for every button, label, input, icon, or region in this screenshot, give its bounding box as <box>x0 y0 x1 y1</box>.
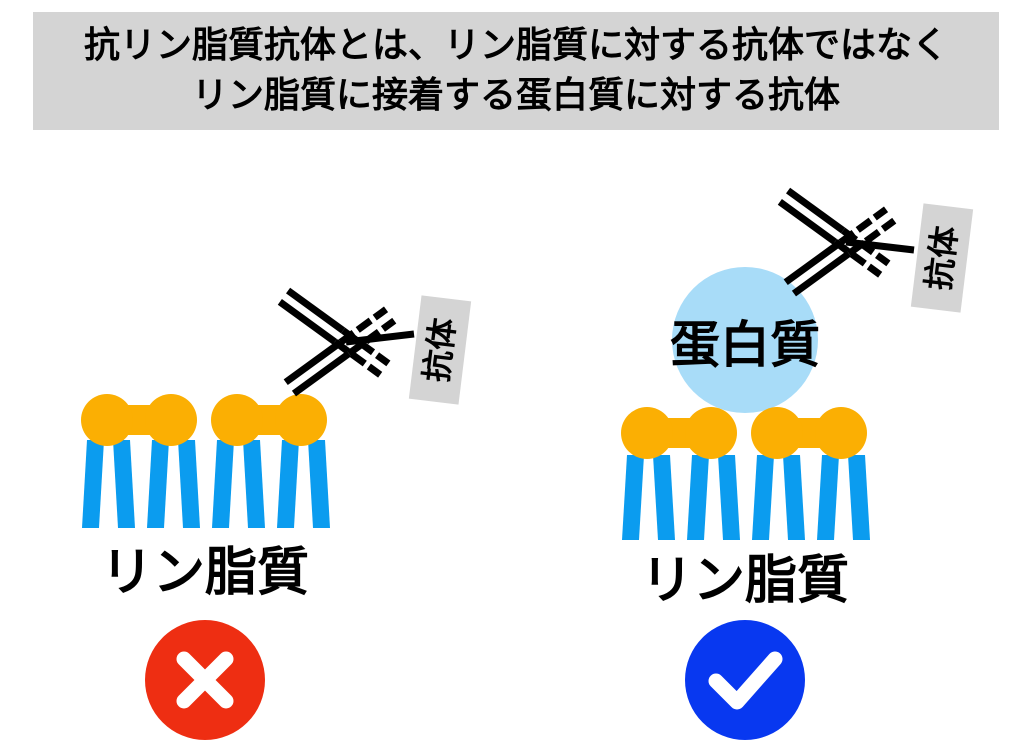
left-phospholipid-bilayer <box>81 394 330 528</box>
header-title-line-2: リン脂質に接着する蛋白質に対する抗体 <box>191 75 840 116</box>
cross-icon <box>176 651 234 709</box>
right-phospholipid-tails <box>622 455 870 540</box>
correct-badge <box>685 620 805 740</box>
left-phospholipid-heads <box>81 394 327 446</box>
left-membrane-label: リン脂質 <box>101 543 309 603</box>
protein-circle <box>672 267 818 413</box>
header-banner: 抗リン脂質抗体とは、リン脂質に対する抗体ではなく リン脂質に接着する蛋白質に対す… <box>33 12 999 130</box>
left-panel: 抗体 リン脂質 <box>81 291 472 740</box>
left-antibody <box>280 291 415 394</box>
right-phospholipid-heads <box>621 407 867 459</box>
left-verdict <box>145 620 265 740</box>
right-membrane-label: リン脂質 <box>641 551 849 611</box>
left-antibody-label-box: 抗体 <box>408 295 472 405</box>
right-antibody-label: 抗体 <box>919 224 965 292</box>
right-antibody-stem <box>845 238 915 254</box>
right-antibody-label-box: 抗体 <box>910 203 974 313</box>
left-antibody-stem <box>345 330 415 346</box>
protein-label: 蛋白質 <box>670 316 820 374</box>
right-phospholipid-bilayer <box>621 407 870 540</box>
right-antibody <box>780 191 915 294</box>
header-title-line-1: 抗リン脂質抗体とは、リン脂質に対する抗体ではなく <box>83 25 948 66</box>
left-antibody-label: 抗体 <box>417 316 463 384</box>
right-panel: 蛋白質 <box>621 191 974 740</box>
check-icon <box>708 651 783 710</box>
right-verdict <box>685 620 805 740</box>
left-phospholipid-tails <box>82 440 330 528</box>
